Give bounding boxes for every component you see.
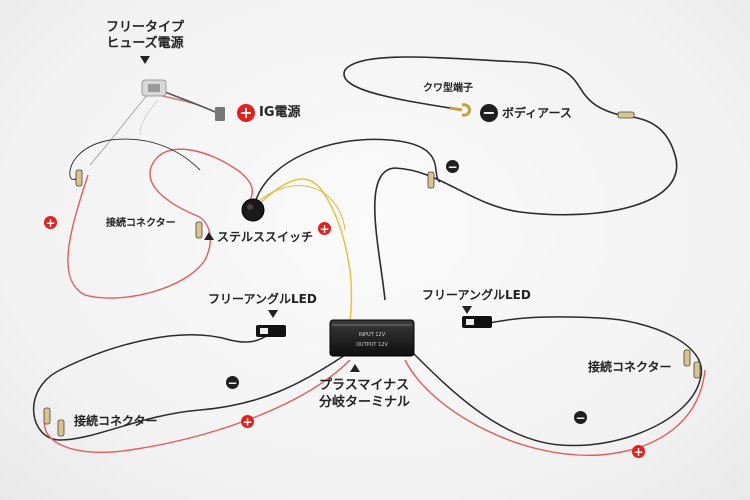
body-earth-wire <box>343 56 678 301</box>
led-left-label: フリーアングルLED <box>208 292 317 318</box>
led-right-label: フリーアングルLED <box>422 288 531 314</box>
fuse-label-line1: フリータイプ <box>106 20 185 35</box>
inline-connectors <box>43 111 701 437</box>
minus-icon: − <box>446 159 459 174</box>
module-text-bottom: OUTPUT 12V <box>356 342 388 348</box>
branch-terminal-label: プラスマイナス 分岐ターミナル <box>305 362 410 411</box>
stealth-switch-label: ステルススイッチ <box>204 230 313 245</box>
pointer-up-icon <box>350 364 360 372</box>
bottom-right-black-wire <box>409 316 703 447</box>
plus-icon: + <box>318 221 331 236</box>
fuse-wire-red <box>159 94 216 113</box>
minus-icon: − <box>226 375 239 390</box>
fuse-power-label: フリータイプ ヒューズ電源 <box>106 20 184 64</box>
plus-icon: + <box>241 414 254 429</box>
switch-black-wire <box>255 138 441 201</box>
led-right <box>462 316 492 328</box>
led-right-text: フリーアングルLED <box>422 288 531 302</box>
module-text-top: INPUT 12V <box>359 332 386 338</box>
pointer-up-icon <box>204 232 214 240</box>
bottom-right-red-wire <box>404 359 706 457</box>
pointer-down-icon <box>140 55 150 64</box>
led-left-text: フリーアングルLED <box>208 292 317 306</box>
left-red-wire <box>67 148 253 299</box>
fuse-wire-grey <box>164 91 223 116</box>
fuse-label-line2: ヒューズ電源 <box>106 36 184 52</box>
minus-icon: − <box>574 410 587 425</box>
plus-icon: + <box>632 444 645 459</box>
fuse-wire-thin <box>89 91 151 166</box>
led-left <box>256 325 286 337</box>
plus-icon: + <box>44 215 57 230</box>
ig-terminal <box>215 107 225 121</box>
left-black-wire <box>69 138 201 180</box>
bottom-left-red-wire <box>44 359 351 454</box>
ig-power-label: IG電源 <box>259 105 301 120</box>
stealth-switch <box>241 198 265 222</box>
connector-left-label: 接続コネクター <box>106 218 176 229</box>
connector-bottom-left-label: 接続コネクター <box>74 414 158 428</box>
connector-right-label: 接続コネクター <box>588 360 672 374</box>
branch-module: INPUT 12V OUTPUT 12V <box>329 319 415 357</box>
yellow-wire <box>257 178 353 321</box>
plus-icon: + <box>237 104 255 122</box>
yellow-wire-2 <box>259 185 346 231</box>
pointer-down-icon <box>268 310 278 318</box>
pointer-down-icon <box>462 306 472 314</box>
branch-label-line1: プラスマイナス <box>319 378 410 394</box>
fuse-holder <box>141 79 167 97</box>
minus-icon: − <box>480 104 498 122</box>
bottom-left-black-wire <box>33 334 346 441</box>
fuse-wire-light <box>139 99 159 136</box>
branch-label-line2: 分岐ターミナル <box>319 394 411 410</box>
stealth-switch-text: ステルススイッチ <box>217 230 314 244</box>
kuwa-terminal-label: クワ型端子 <box>423 83 473 94</box>
body-earth-label: ボディアース <box>502 106 572 120</box>
kuwa-terminal <box>449 103 471 117</box>
